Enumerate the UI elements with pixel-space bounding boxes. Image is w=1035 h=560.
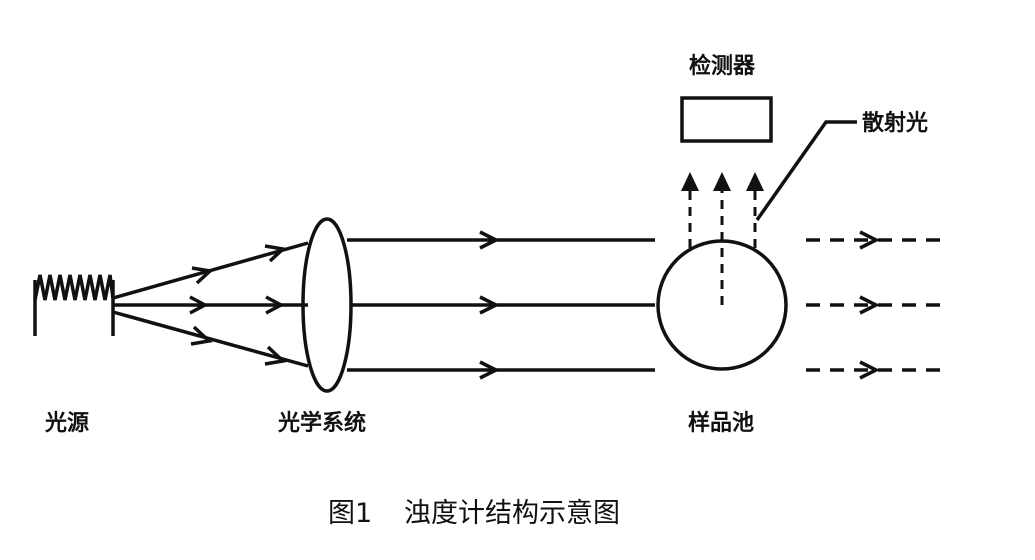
transmitted-beams	[806, 230, 945, 380]
parallel-beams	[347, 230, 655, 380]
light-source-filament	[33, 274, 115, 336]
diverging-rays	[112, 241, 309, 368]
detector-label: 检测器	[689, 53, 756, 79]
scattered-light-arrows	[681, 172, 764, 248]
optical-system-label: 光学系统	[277, 410, 366, 436]
scattered-light-label: 散射光	[862, 110, 928, 136]
sample-cell-label: 样品池	[688, 410, 754, 436]
figure-number: 图1	[328, 498, 372, 529]
optical-lens	[301, 217, 353, 393]
detector-box	[680, 96, 773, 143]
scattered-light-leader	[755, 120, 857, 222]
figure-title: 浊度计结构示意图	[404, 498, 620, 529]
light-source-label: 光源	[44, 411, 89, 436]
